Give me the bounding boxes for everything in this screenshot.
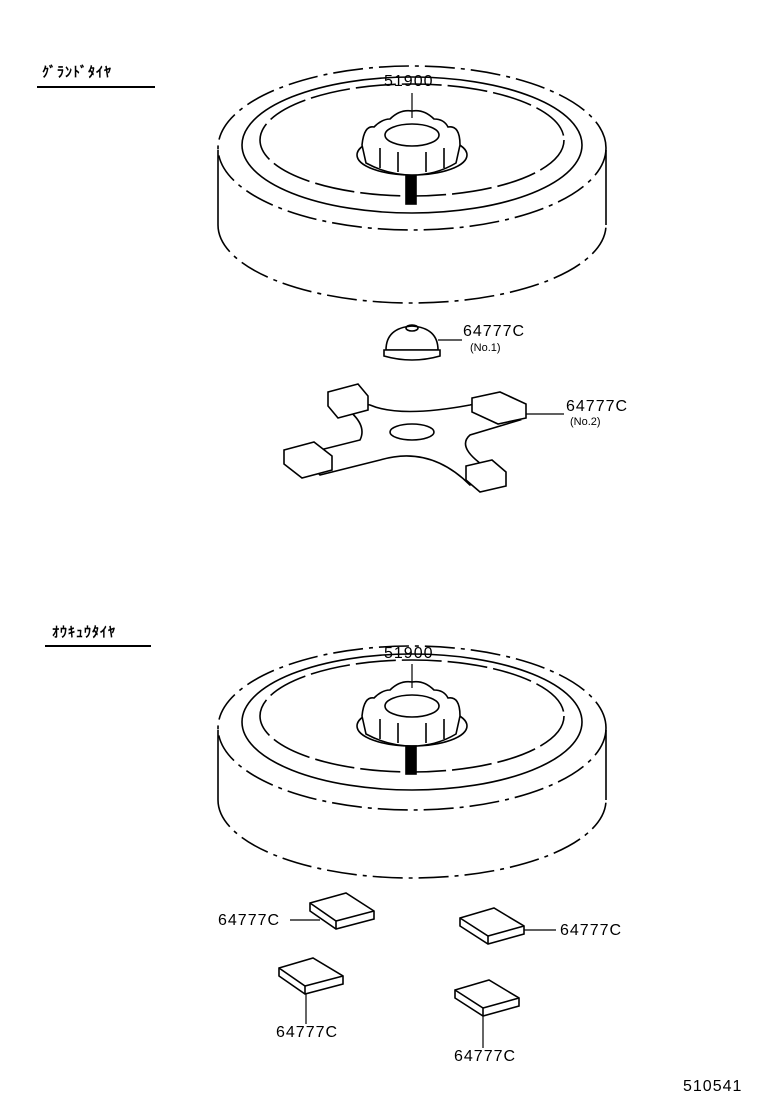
part-label-64777c-no1: 64777C: [463, 323, 526, 340]
diagram-id: 510541: [683, 1078, 743, 1095]
part-label-64777c-no2: 64777C: [566, 398, 629, 415]
spacer-no2-drawing: [283, 383, 564, 493]
part-label-pad-2: 64777C: [560, 922, 623, 939]
part-label-51900: 51900: [384, 73, 434, 90]
pad-drawings: [278, 892, 556, 1048]
part-note-no1: (No.1): [470, 342, 501, 354]
section-title-temporary-tire: ｵｳｷｭｳﾀｲﾔ: [52, 624, 116, 640]
section-underline: [37, 86, 155, 88]
part-note-no2: (No.2): [570, 416, 601, 428]
tire-drawing-1: [217, 65, 607, 304]
part-label-pad-4: 64777C: [454, 1048, 517, 1065]
section-title-grand-tire: ｸﾞﾗﾝﾄﾞﾀｲﾔ: [42, 64, 112, 80]
section-underline: [45, 645, 151, 647]
spacer-no1-drawing: [383, 324, 462, 361]
part-label-51900-temp: 51900: [384, 645, 434, 662]
part-label-pad-1: 64777C: [218, 912, 281, 929]
part-label-pad-3: 64777C: [276, 1024, 339, 1041]
tire-drawing-2: [217, 645, 607, 879]
